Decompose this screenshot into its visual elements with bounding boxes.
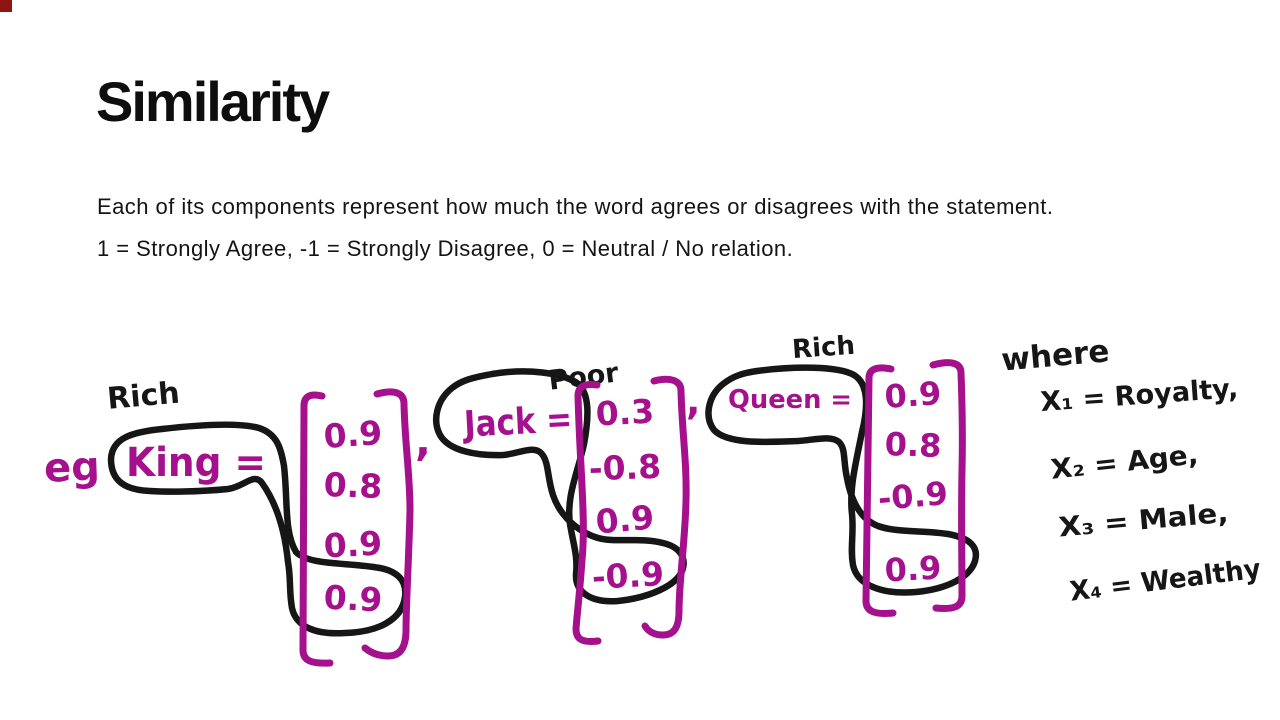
legend-definition-x2: X₂ = Age, xyxy=(1049,439,1199,485)
king-highlight-blob xyxy=(107,421,409,637)
king-annotation-label: Rich xyxy=(106,376,181,417)
eg-label: eg xyxy=(43,444,100,492)
jack-left-bracket xyxy=(572,381,602,645)
legend-definition-x4: X₄ = Wealthy xyxy=(1068,554,1263,608)
body-line-2: 1 = Strongly Agree, -1 = Strongly Disagr… xyxy=(97,236,794,261)
king-vector-value: 0.9 xyxy=(323,577,383,619)
jack-vector-value: 0.3 xyxy=(595,391,655,433)
queen-left-bracket xyxy=(862,364,897,617)
slide-title: Similarity xyxy=(96,70,330,133)
jack-annotation-label: Poor xyxy=(547,357,621,396)
queen-vector-value: 0.9 xyxy=(884,549,943,590)
king-vector-value: 0.8 xyxy=(323,465,383,506)
separator-comma: , xyxy=(686,379,700,423)
queen-vector-value: 0.8 xyxy=(884,425,942,465)
queen-right-bracket xyxy=(929,359,966,612)
queen-annotation-label: Rich xyxy=(791,331,856,365)
jack-vector-value: -0.8 xyxy=(588,447,661,488)
corner-marker xyxy=(0,0,12,12)
queen-word: Queen = xyxy=(728,385,852,415)
jack-vector-value: -0.9 xyxy=(591,554,665,597)
queen-vector-value: 0.9 xyxy=(883,374,942,416)
where-label: where xyxy=(1000,333,1111,378)
jack-vector-value: 0.9 xyxy=(594,498,656,542)
separator-comma: , xyxy=(415,416,431,465)
king-word: King = xyxy=(126,440,266,486)
body-line-1: Each of its components represent how muc… xyxy=(97,194,1054,219)
queen-vector-value: -0.9 xyxy=(876,474,949,518)
king-right-bracket xyxy=(361,388,414,660)
king-vector-value: 0.9 xyxy=(322,413,383,456)
king-vector-value: 0.9 xyxy=(323,523,383,565)
king-left-bracket xyxy=(299,391,334,667)
legend-definition-x3: X₃ = Male, xyxy=(1057,498,1229,544)
jack-right-bracket xyxy=(641,375,690,639)
legend-definition-x1: X₁ = Royalty, xyxy=(1039,373,1239,418)
jack-word: Jack = xyxy=(461,399,574,446)
